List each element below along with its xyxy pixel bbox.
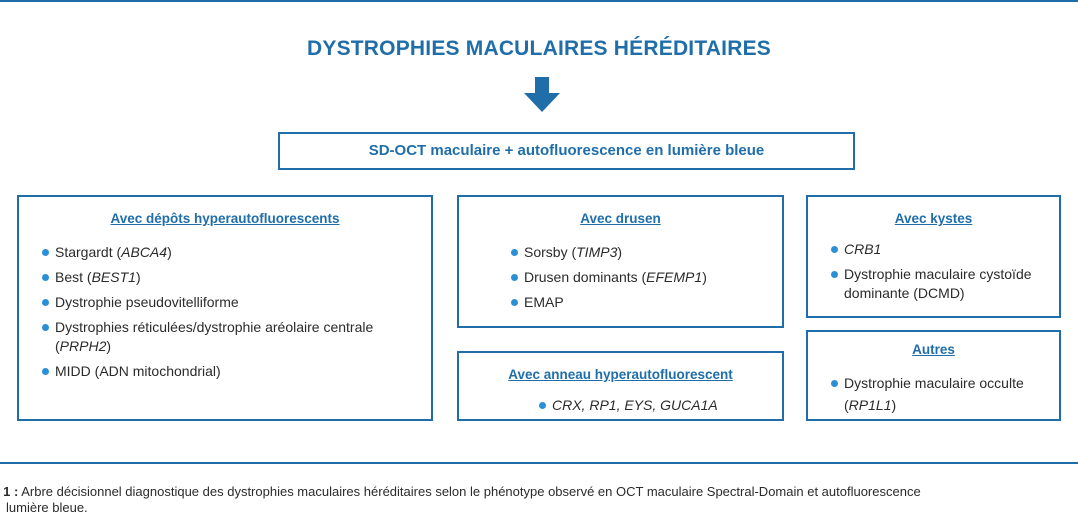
category-title: Avec dépôts hyperautofluorescents (110, 211, 340, 226)
top-rule (0, 0, 1078, 2)
category-box-deposits: Avec dépôts hyperautofluorescents Starga… (17, 195, 433, 421)
bullet-icon (539, 402, 546, 409)
category-box-ring: Avec anneau hyperautofluorescent CRX, RP… (457, 351, 784, 421)
bullet-icon (831, 271, 838, 278)
bullet-icon (42, 368, 49, 375)
bullet-icon (42, 249, 49, 256)
bullet-icon (42, 324, 49, 331)
list-item: Sorsby (TIMP3) (511, 243, 782, 262)
bullet-icon (511, 249, 518, 256)
category-box-cysts: Avec kystes CRB1 Dystrophie maculaire cy… (806, 195, 1061, 318)
list-item: CRX, RP1, EYS, GUCA1A (539, 396, 782, 415)
category-title: Avec anneau hyperautofluorescent (508, 367, 733, 382)
caption-text-continued: lumière bleue. (6, 500, 88, 515)
category-box-other: Autres Dystrophie maculaire occulte(RP1L… (806, 330, 1061, 421)
list-item: Drusen dominants (EFEMP1) (511, 268, 782, 287)
bullet-icon (831, 380, 838, 387)
bullet-icon (42, 299, 49, 306)
imaging-box: SD-OCT maculaire + autofluorescence en l… (278, 132, 855, 170)
down-arrow-icon (524, 77, 560, 112)
figure-caption: g. 1 : Arbre décisionnel diagnostique de… (0, 484, 1078, 516)
list-item: Stargardt (ABCA4) (42, 243, 431, 262)
category-title: Avec kystes (894, 211, 973, 226)
bullet-icon (511, 299, 518, 306)
caption-label: g. 1 : (0, 484, 19, 499)
list-item: MIDD (ADN mitochondrial) (42, 362, 431, 381)
list-item: CRB1 (831, 240, 1059, 259)
bottom-rule (0, 462, 1078, 464)
list-item: Best (BEST1) (42, 268, 431, 287)
list-item: Dystrophie maculaire occulte(RP1L1) (831, 372, 1059, 416)
bullet-icon (511, 274, 518, 281)
category-title: Autres (912, 342, 955, 357)
bullet-icon (831, 246, 838, 253)
list-item: Dystrophie pseudovitelliforme (42, 293, 431, 312)
caption-text: Arbre décisionnel diagnostique des dystr… (21, 484, 921, 499)
category-title: Avec drusen (580, 211, 661, 226)
bullet-icon (42, 274, 49, 281)
diagram-title: DYSTROPHIES MACULAIRES HÉRÉDITAIRES (307, 37, 771, 60)
category-box-drusen: Avec drusen Sorsby (TIMP3) Drusen domina… (457, 195, 784, 328)
list-item: Dystrophies réticulées/dystrophie aréola… (42, 318, 431, 356)
list-item: EMAP (511, 293, 782, 312)
